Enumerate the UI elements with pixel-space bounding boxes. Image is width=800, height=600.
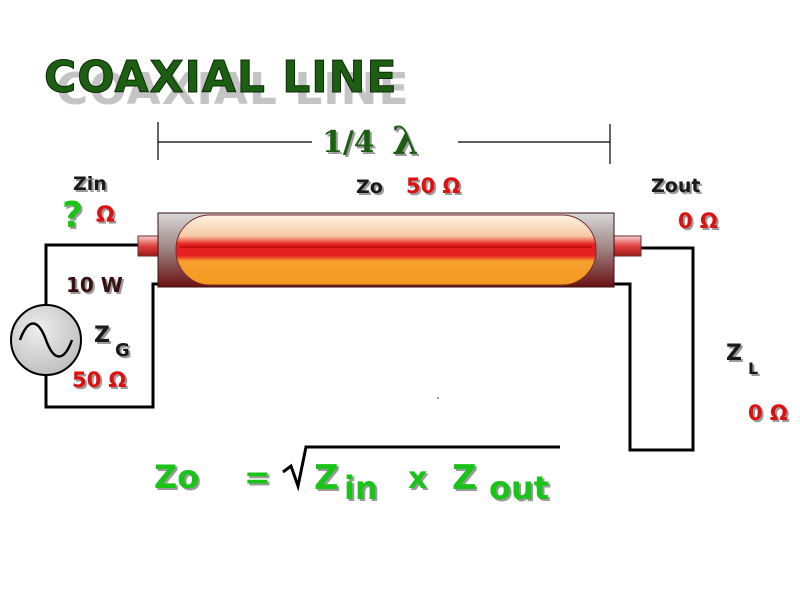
generator bbox=[10, 304, 82, 376]
formula-z-in: Z bbox=[314, 458, 339, 498]
input-bottom-wire bbox=[44, 282, 160, 409]
sine-wave-icon bbox=[18, 322, 74, 358]
output-top-wire bbox=[612, 246, 695, 452]
page-title: COAXIAL LINE bbox=[44, 52, 398, 103]
circuit-wires bbox=[44, 243, 695, 452]
zin-unit: Ω bbox=[96, 203, 115, 228]
zin-unknown: ? bbox=[62, 195, 83, 236]
zo-label: Zo bbox=[356, 176, 383, 198]
formula-times: x bbox=[408, 461, 427, 496]
square-root-icon bbox=[282, 445, 560, 492]
length-fraction: 1/4 bbox=[322, 125, 375, 160]
dielectric-core bbox=[175, 214, 597, 286]
wavelength-symbol: λ bbox=[392, 118, 419, 163]
zl-subscript: L bbox=[748, 359, 758, 378]
generator-power: 10 W bbox=[66, 273, 123, 297]
zg-value: 50 Ω bbox=[72, 368, 127, 392]
zl-label: Z bbox=[726, 341, 742, 366]
zg-subscript: G bbox=[115, 340, 130, 361]
formula-sub-in: in bbox=[344, 469, 378, 507]
zl-value: 0 Ω bbox=[748, 401, 788, 425]
coaxial-line bbox=[137, 212, 642, 288]
length-dimension: 1/4 λ bbox=[157, 118, 611, 164]
formula-lhs: Zo bbox=[154, 458, 199, 496]
zin-label: Zin bbox=[73, 173, 107, 195]
zg-label: Z bbox=[94, 323, 110, 348]
formula-z-out: Z bbox=[452, 458, 477, 498]
input-top-wire bbox=[44, 243, 160, 307]
zout-value: 0 Ω bbox=[678, 209, 718, 233]
zo-value: 50 Ω bbox=[406, 174, 461, 198]
inner-pin-right bbox=[613, 235, 642, 257]
formula-sub-out: out bbox=[489, 469, 549, 507]
impedance-formula: Zo = Z in x Z out bbox=[154, 445, 560, 507]
stray-dot bbox=[437, 397, 439, 399]
formula-equals: = bbox=[244, 458, 271, 496]
zout-label: Zout bbox=[651, 175, 700, 197]
title-shadow: COAXIAL LINE bbox=[56, 64, 410, 115]
